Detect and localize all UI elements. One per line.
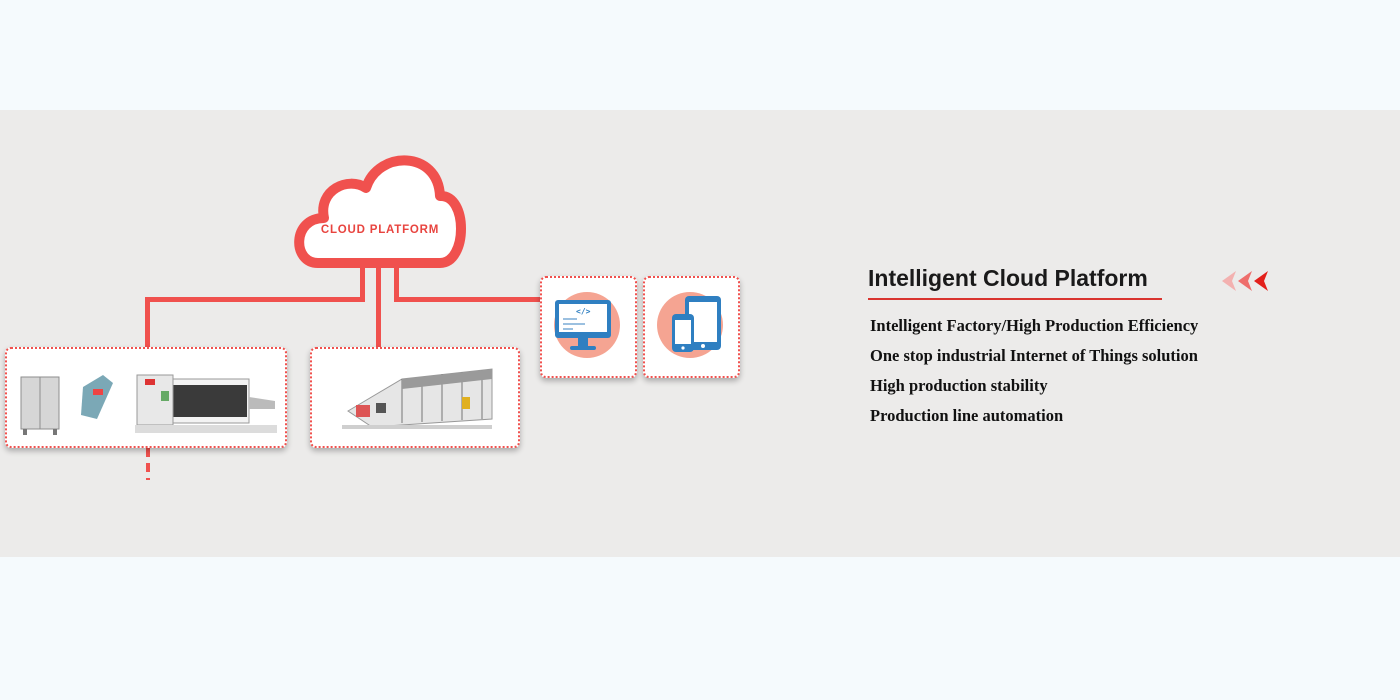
production-line-card — [310, 347, 520, 448]
title-underline — [868, 298, 1162, 300]
cloud-platform: CLOUD PLATFORM — [290, 148, 470, 268]
cloud-platform-label: CLOUD PLATFORM — [320, 224, 440, 236]
automated-production-line-icon — [342, 368, 493, 429]
feature-item: One stop industrial Internet of Things s… — [870, 346, 1198, 365]
feature-list: Intelligent Factory/High Production Effi… — [870, 313, 1198, 433]
cloud-icon — [294, 155, 466, 268]
connector-line — [145, 297, 365, 302]
connector-line — [145, 297, 150, 349]
triple-chevron-left-icon — [1222, 271, 1268, 291]
svg-text:</>: </> — [576, 307, 591, 316]
connector-line — [360, 262, 365, 300]
connector-line — [394, 262, 399, 302]
connector-line — [376, 262, 381, 350]
feature-item: Production line automation — [870, 406, 1064, 425]
page-title: Intelligent Cloud Platform — [868, 265, 1148, 291]
mobile-devices-card — [643, 276, 740, 378]
connector-line — [394, 297, 542, 302]
dashed-connector — [146, 448, 150, 480]
phone-tablet-icon — [672, 296, 721, 352]
computer-terminal-card: </> — [540, 276, 637, 378]
monitor-code-icon: </> — [555, 300, 611, 350]
feature-item: Intelligent Factory/High Production Effi… — [870, 316, 1199, 335]
factory-equipment-card — [5, 347, 287, 448]
laser-cutting-machine-icon — [20, 374, 277, 435]
feature-item: High production stability — [870, 376, 1048, 395]
